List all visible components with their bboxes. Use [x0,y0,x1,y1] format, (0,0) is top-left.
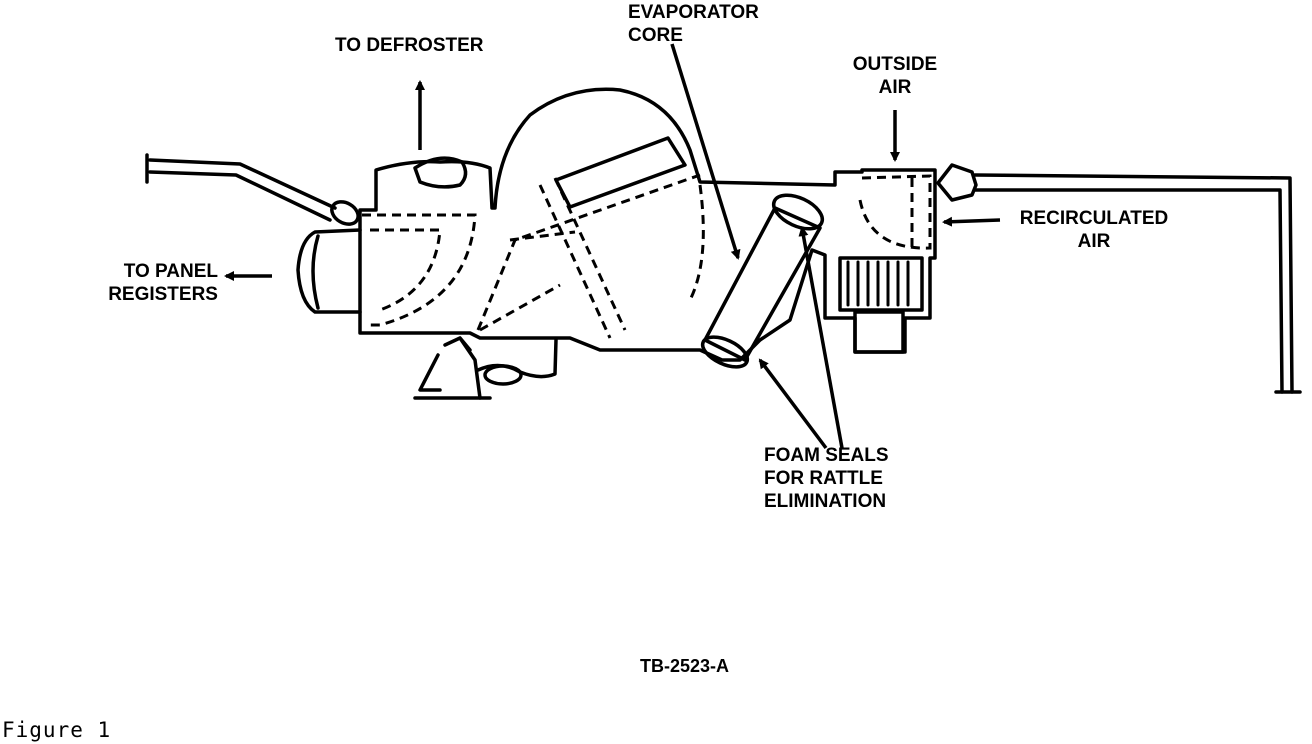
housing-outline [358,87,937,362]
to-defroster-label: TO DEFROSTER [335,35,484,56]
outside-air-label: OUTSIDE AIR [852,54,938,98]
to-panel-registers-label: TO PANEL REGISTERS [108,261,218,305]
defroster-outlet [413,156,468,189]
evaporator-leader [670,43,741,260]
foam-seals-label: FOAM SEALS FOR RATTLE ELIMINATION [764,445,889,512]
foam-seal-leader-2 [798,226,844,449]
panel-register-duct [296,228,362,314]
evaporator-core-cylinder [700,193,825,369]
drawing-code: TB-2523-A [640,656,730,676]
blower-motor [838,256,924,354]
internal-air-passages [362,173,932,339]
right-control-cable [936,163,1302,394]
foam-seal-leader-1 [758,358,828,450]
mounting-bracket [413,336,558,400]
heater-core [554,136,687,209]
flow-arrows [224,43,1001,450]
recirculated-air-label: RECIRCULATED AIR [1019,208,1169,252]
recirc-air-arrow [942,216,1001,227]
figure-caption: Figure 1 [2,718,112,742]
evaporator-core-label: EVAPORATOR CORE [628,2,759,46]
left-control-cable [145,153,360,226]
